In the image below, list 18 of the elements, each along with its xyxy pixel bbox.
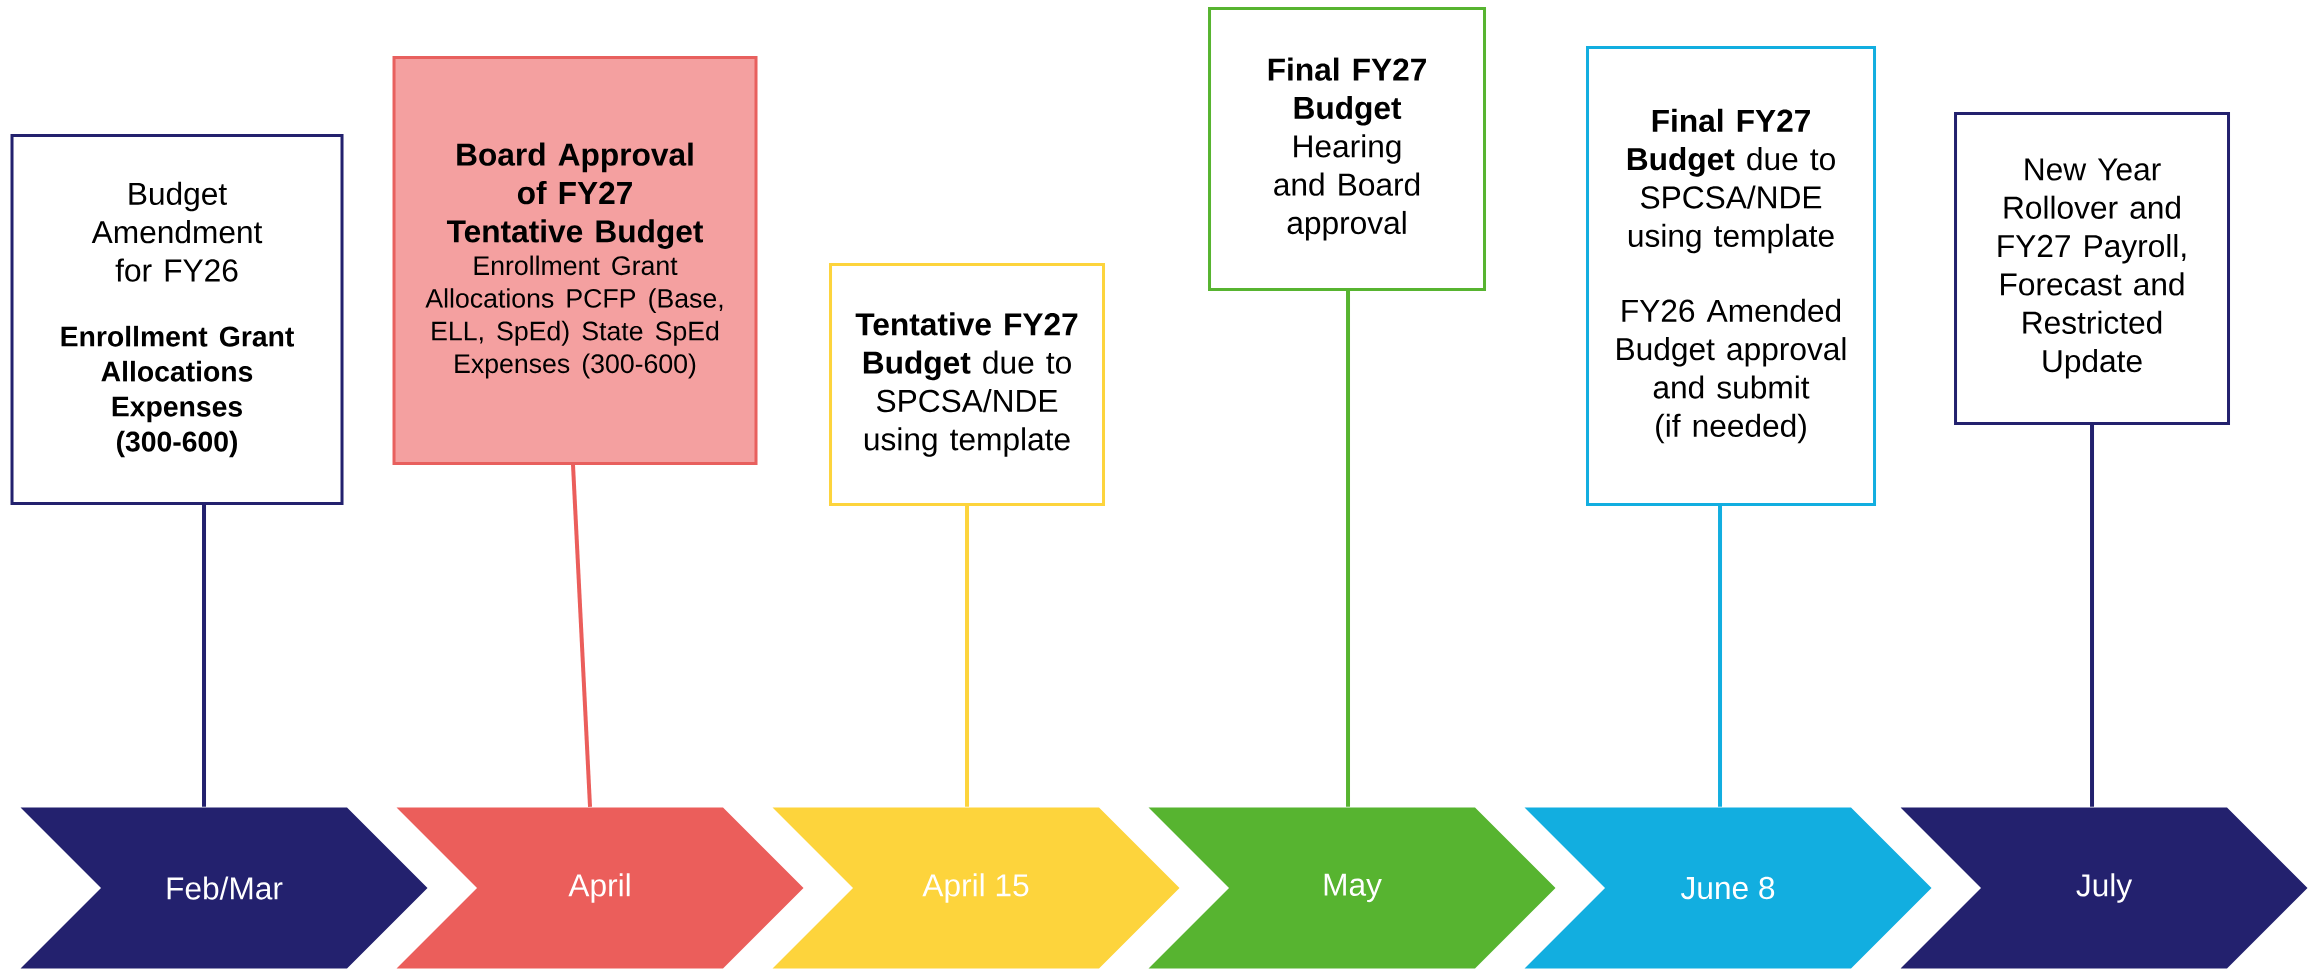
timeline-box: Tentative FY27 Budget due to SPCSA/NDE using template xyxy=(829,263,1105,506)
connector-line xyxy=(1346,291,1350,807)
connector-line xyxy=(202,505,206,807)
timeline-stage: June 8 xyxy=(1524,807,1932,969)
timeline-box: Final FY27 Budget Hearing and Board approval xyxy=(1208,7,1486,291)
timeline-stage: April 15 xyxy=(772,807,1180,969)
timeline-box: Board Approval of FY27 Tentative Budget Enrollment Grant Allocations PCFP (Base, ELL, SpEd) State SpEd Expenses (300-600) xyxy=(392,56,758,465)
connector-line xyxy=(571,464,592,807)
timeline-box: Final FY27 Budget due to SPCSA/NDE using template FY26 Amended Budget approval and submit (if needed) xyxy=(1586,46,1876,506)
timeline-box: Budget Amendment for FY26 Enrollment Grant Allocations Expenses (300-600) xyxy=(10,134,344,505)
connector-line xyxy=(965,506,969,807)
timeline-box: New Year Rollover and FY27 Payroll, Forecast and Restricted Update xyxy=(1954,112,2230,425)
timeline-stage: April xyxy=(396,807,804,969)
timeline-stage: July xyxy=(1900,807,2308,969)
connector-line xyxy=(2090,425,2094,807)
connector-line xyxy=(1718,506,1723,807)
timeline-stage: Feb/Mar xyxy=(20,807,428,969)
timeline-stage: May xyxy=(1148,807,1556,969)
